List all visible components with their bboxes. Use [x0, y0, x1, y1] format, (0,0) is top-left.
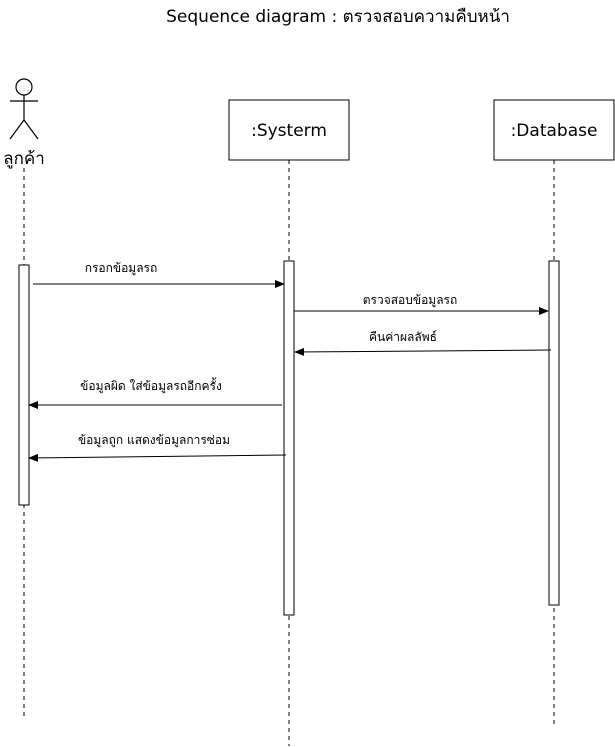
participant-label-database: :Database: [511, 121, 598, 141]
activation-system: [283, 260, 295, 616]
message-label: ข้อมูลถูก แสดงข้อมูลการซ่อม: [78, 433, 230, 448]
actor-customer: ลูกค้า: [3, 78, 45, 169]
participant-box-system: [228, 99, 350, 161]
actor-head-icon: [15, 78, 33, 96]
message-label: ข้อมูลผิด ใส่ข้อมูลรถอีกครั้ง: [80, 377, 222, 394]
message-label: คืนค่าผลลัพธ์: [369, 330, 437, 344]
actor-label-customer: ลูกค้า: [3, 149, 45, 169]
message-label: ตรวจสอบข้อมูลรถ: [363, 293, 458, 308]
activation-database: [548, 260, 560, 606]
activation-customer: [18, 264, 30, 506]
message-arrow: [294, 347, 552, 356]
message-arrow: [28, 453, 287, 462]
message-label: กรอกข้อมูลรถ: [85, 261, 158, 276]
diagram-title: Sequence diagram : ตรวจสอบความคืบหน้า: [166, 7, 510, 27]
participant-box-database: [493, 99, 615, 161]
participant-label-system: :Systerm: [251, 121, 327, 141]
